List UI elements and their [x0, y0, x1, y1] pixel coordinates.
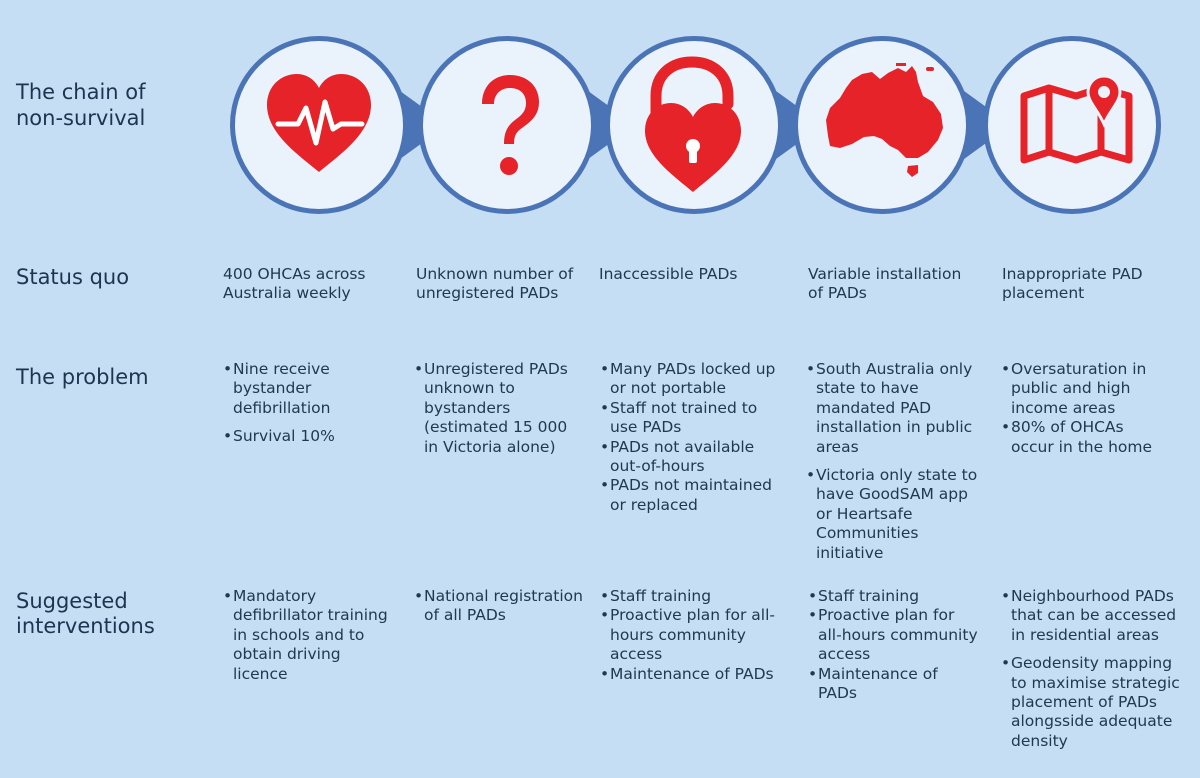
list-item: Staff training: [808, 587, 978, 607]
interventions-list-3: Staff training Proactive plan for all-ho…: [600, 587, 785, 684]
list-item: Maintenance of PADs: [600, 665, 785, 685]
list-item: PADs not maintained or replaced: [600, 476, 785, 515]
row-label-interventions: Suggested interventions: [16, 589, 155, 638]
padlock-heart-icon: [645, 56, 741, 192]
list-item: Nine receive bystander defibrillation: [223, 360, 398, 418]
interventions-list-5: Neighbourhood PADs that can be accessed …: [1001, 587, 1186, 751]
list-item: 80% of OHCAs occur in the home: [1001, 418, 1171, 457]
status-cell-4: Variable installation of PADs: [808, 265, 962, 303]
interventions-list-2: National registration of all PADs: [414, 587, 584, 626]
chain-node-3: [605, 36, 783, 214]
list-item: Unregistered PADs unknown to bystanders …: [414, 360, 584, 457]
list-item: PADs not available out-of-hours: [600, 438, 785, 477]
chain-node-2: [418, 36, 596, 214]
interventions-list-1: Mandatory defibrillator training in scho…: [223, 587, 398, 684]
list-item: Neighbourhood PADs that can be accessed …: [1001, 587, 1186, 645]
list-item: Many PADs locked up or not portable: [600, 360, 785, 399]
status-cell-5: Inappropriate PAD placement: [1002, 265, 1143, 303]
question-mark-icon: [482, 75, 539, 175]
row-label-problem: The problem: [16, 365, 149, 389]
problem-list-1: Nine receive bystander defibrillation Su…: [223, 360, 398, 447]
problem-list-2: Unregistered PADs unknown to bystanders …: [414, 360, 584, 457]
list-item: Mandatory defibrillator training in scho…: [223, 587, 398, 684]
row-label-chain: The chain of non-survival: [16, 80, 146, 130]
list-item: South Australia only state to have manda…: [806, 360, 984, 457]
list-item: Geodensity mapping to maximise strategic…: [1001, 654, 1186, 751]
status-cell-2: Unknown number of unregistered PADs: [416, 265, 574, 303]
list-item: Staff training: [600, 587, 785, 607]
chain-node-1: [230, 36, 408, 214]
list-item: Oversaturation in public and high income…: [1001, 360, 1171, 418]
list-item: Victoria only state to have GoodSAM app …: [806, 466, 984, 563]
list-item: Survival 10%: [223, 427, 398, 447]
map-pin-icon: [1020, 74, 1133, 164]
chain-node-5: [983, 36, 1161, 214]
status-cell-1: 400 OHCAs across Australia weekly: [223, 265, 366, 303]
problem-list-3: Many PADs locked up or not portable Staf…: [600, 360, 785, 515]
list-item: Staff not trained to use PADs: [600, 399, 785, 438]
chain-diagram: [230, 36, 1161, 214]
problem-list-4: South Australia only state to have manda…: [806, 360, 984, 563]
row-label-status-quo: Status quo: [16, 265, 130, 289]
chain-node-4: [793, 36, 971, 214]
list-item: Proactive plan for all-hours community a…: [600, 606, 785, 664]
heart-rate-icon: [267, 74, 371, 172]
status-cell-3: Inaccessible PADs: [599, 265, 738, 283]
list-item: National registration of all PADs: [414, 587, 584, 626]
australia-map-icon: [826, 63, 943, 177]
problem-list-5: Oversaturation in public and high income…: [1001, 360, 1171, 457]
list-item: Maintenance of PADs: [808, 665, 978, 704]
list-item: Proactive plan for all-hours community a…: [808, 606, 978, 664]
interventions-list-4: Staff training Proactive plan for all-ho…: [808, 587, 978, 703]
